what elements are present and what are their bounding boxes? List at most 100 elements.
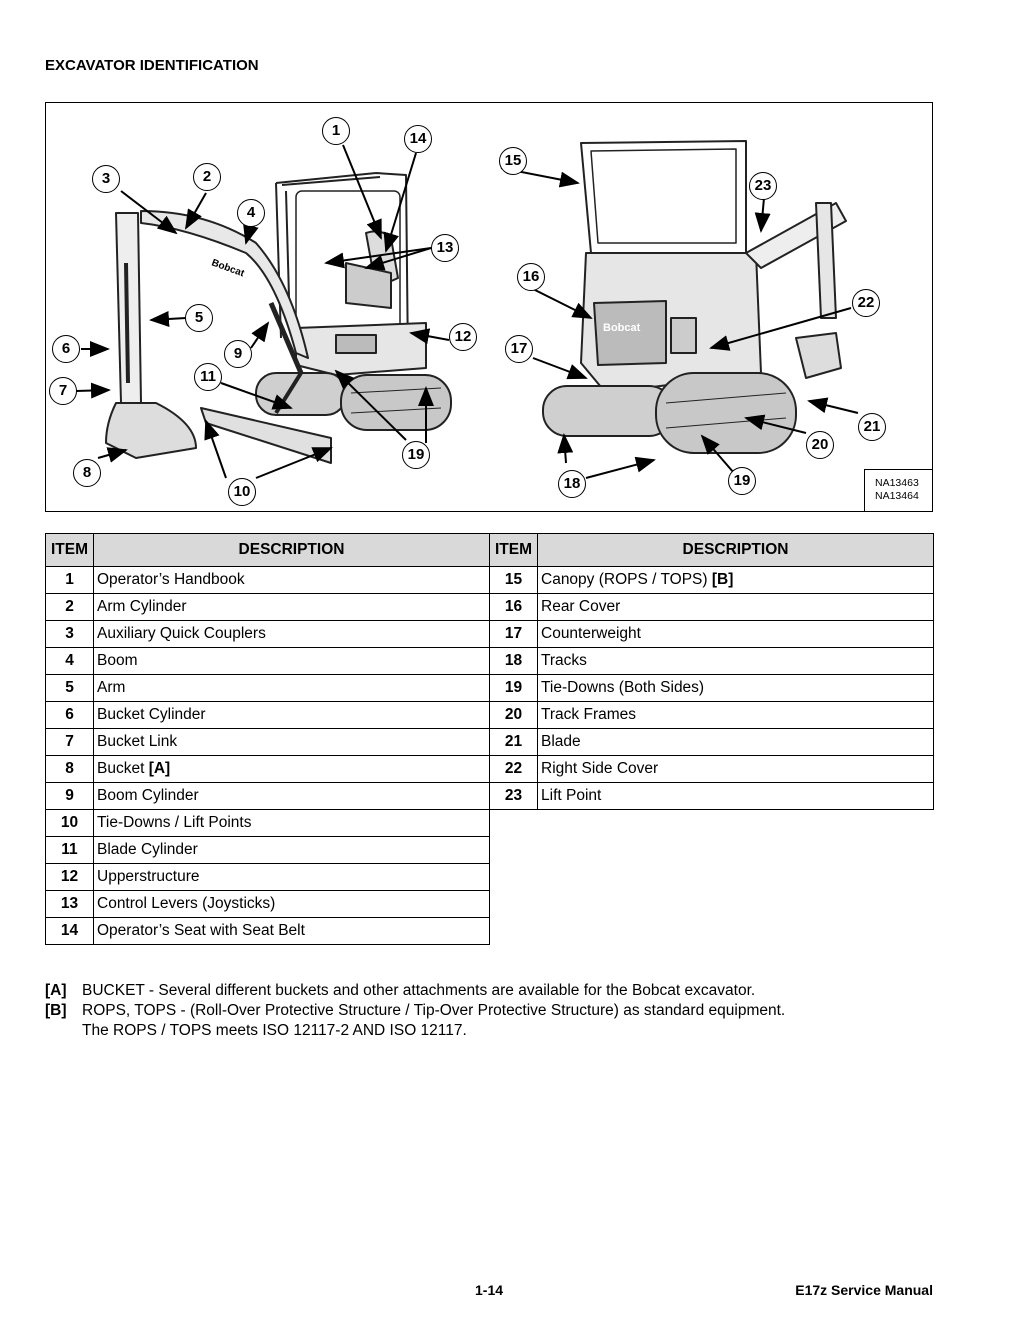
footnote-b-continued: The ROPS / TOPS meets ISO 12117-2 AND IS… <box>45 1021 785 1041</box>
item-description: Track Frames <box>537 701 934 729</box>
callout-11: 11 <box>194 363 222 391</box>
excavator-illustration: Bobcat Bobcat <box>75 140 859 479</box>
item-number: 7 <box>45 728 94 756</box>
item-description: Tie-Downs / Lift Points <box>93 809 490 837</box>
item-description-text: Canopy (ROPS / TOPS) <box>541 571 708 588</box>
item-number: 3 <box>45 620 94 648</box>
item-number: 15 <box>489 566 538 594</box>
item-description-text: Operator’s Seat with Seat Belt <box>97 922 305 939</box>
callout-3: 3 <box>92 165 120 193</box>
item-description-text: Arm Cylinder <box>97 598 187 615</box>
callout-5: 5 <box>185 304 213 332</box>
column-header-item: ITEM <box>489 533 538 567</box>
column-header-description: DESCRIPTION <box>537 533 934 567</box>
item-description-text: Rear Cover <box>541 598 621 615</box>
item-description: Right Side Cover <box>537 755 934 783</box>
item-description: Operator’s Handbook <box>93 566 490 594</box>
callout-14: 14 <box>404 125 432 153</box>
bobcat-logo: Bobcat <box>210 257 246 279</box>
footnote-key: [B] <box>45 1002 67 1019</box>
column-header-item: ITEM <box>45 533 94 567</box>
callout-22: 22 <box>852 289 880 317</box>
item-number: 6 <box>45 701 94 729</box>
item-description-text: Bucket Cylinder <box>97 706 206 723</box>
item-number: 12 <box>45 863 94 891</box>
item-description-text: Tracks <box>541 652 587 669</box>
footnote-key: [A] <box>45 982 67 999</box>
item-number: 23 <box>489 782 538 810</box>
item-number: 10 <box>45 809 94 837</box>
bobcat-logo: Bobcat <box>603 322 641 334</box>
footnote-text: The ROPS / TOPS meets ISO 12117-2 AND IS… <box>82 1022 467 1039</box>
item-description: Operator’s Seat with Seat Belt <box>93 917 490 945</box>
item-number: 11 <box>45 836 94 864</box>
item-description-text: Bucket Link <box>97 733 178 750</box>
item-number: 13 <box>45 890 94 918</box>
item-description: Boom Cylinder <box>93 782 490 810</box>
callout-18: 18 <box>558 470 586 498</box>
item-description: Blade Cylinder <box>93 836 490 864</box>
item-description: Arm Cylinder <box>93 593 490 621</box>
item-description: Upperstructure <box>93 863 490 891</box>
callout-19: 19 <box>402 441 430 469</box>
item-number: 17 <box>489 620 538 648</box>
footnote-text: BUCKET - Several different buckets and o… <box>82 982 756 999</box>
item-description: Bucket Cylinder <box>93 701 490 729</box>
callout-7: 7 <box>49 377 77 405</box>
callout-15: 15 <box>499 147 527 175</box>
item-number: 8 <box>45 755 94 783</box>
item-description-text: Boom <box>97 652 138 669</box>
item-number: 16 <box>489 593 538 621</box>
callout-10: 10 <box>228 478 256 506</box>
figure-code-2: NA13464 <box>875 490 919 502</box>
footnote-text: ROPS, TOPS - (Roll-Over Protective Struc… <box>82 1002 786 1019</box>
callout-12: 12 <box>449 323 477 351</box>
item-number: 18 <box>489 647 538 675</box>
item-number: 9 <box>45 782 94 810</box>
item-description-text: Upperstructure <box>97 868 200 885</box>
callout-17: 17 <box>505 335 533 363</box>
callout-6: 6 <box>52 335 80 363</box>
callout-23: 23 <box>749 172 777 200</box>
figure-code-1: NA13463 <box>875 477 919 489</box>
item-description-text: Counterweight <box>541 625 641 642</box>
item-description: Tracks <box>537 647 934 675</box>
item-description-text: Track Frames <box>541 706 637 723</box>
item-note-tag: [A] <box>148 760 171 777</box>
item-description-text: Blade <box>541 733 581 750</box>
item-description: Control Levers (Joysticks) <box>93 890 490 918</box>
footnotes: [A] BUCKET - Several different buckets a… <box>45 981 785 1041</box>
item-description-text: Tie-Downs / Lift Points <box>97 814 252 831</box>
item-number: 19 <box>489 674 538 702</box>
item-description-text: Arm <box>97 679 126 696</box>
item-number: 22 <box>489 755 538 783</box>
item-description-text: Boom Cylinder <box>97 787 199 804</box>
item-description: Tie-Downs (Both Sides) <box>537 674 934 702</box>
item-note-tag: [B] <box>711 571 734 588</box>
item-description: Auxiliary Quick Couplers <box>93 620 490 648</box>
item-number: 4 <box>45 647 94 675</box>
item-description: Canopy (ROPS / TOPS) [B] <box>537 566 934 594</box>
item-description: Bucket Link <box>93 728 490 756</box>
manual-title: E17z Service Manual <box>795 1282 933 1298</box>
